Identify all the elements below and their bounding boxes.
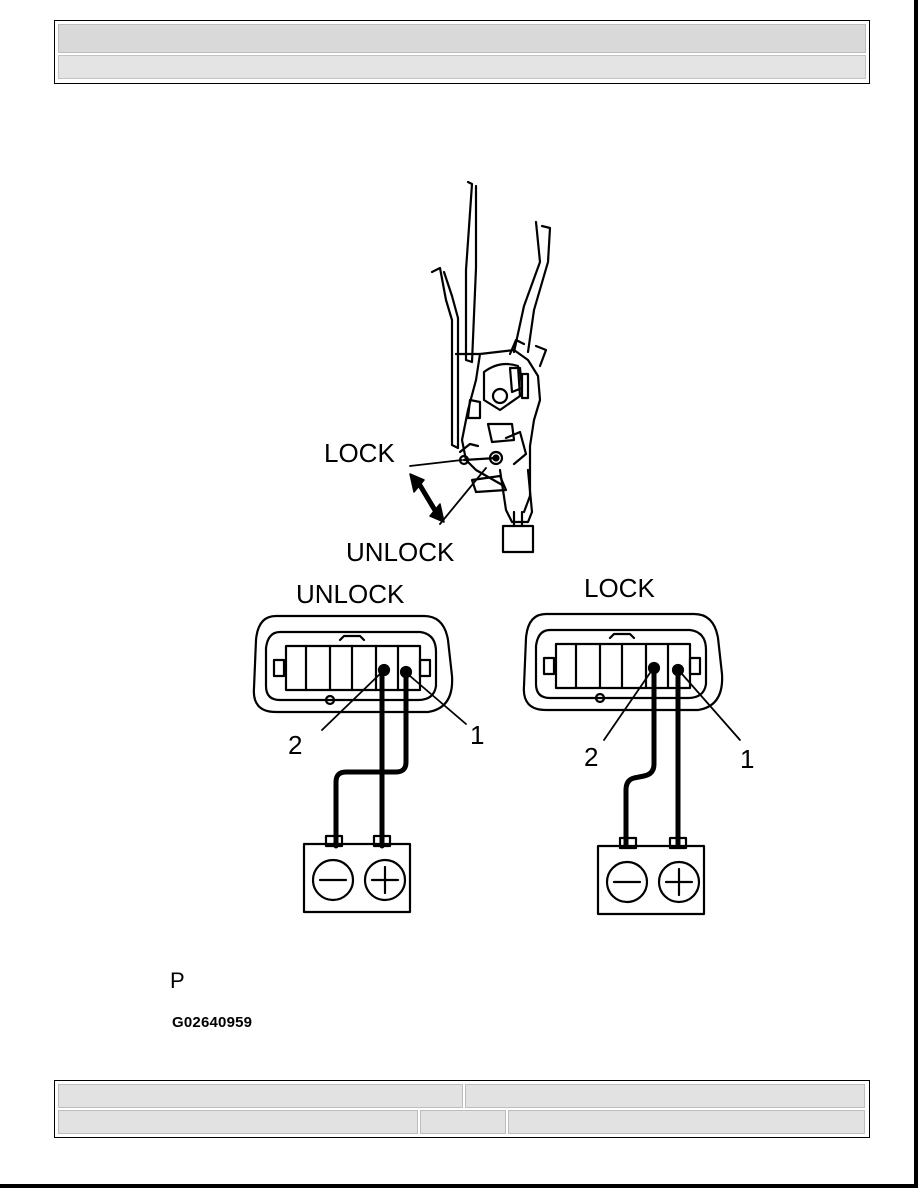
lever-unlock-label: UNLOCK	[346, 537, 455, 567]
connector-lock	[522, 612, 741, 849]
footer-cell-1	[58, 1084, 463, 1108]
door-lock-assembly	[430, 180, 552, 554]
lever-travel-arrow	[415, 479, 439, 515]
lever-lock-label: LOCK	[324, 438, 395, 468]
right-pin-2-label: 2	[584, 742, 598, 772]
page-footer	[54, 1080, 870, 1138]
page-header	[54, 20, 870, 84]
header-subtitle-bar	[58, 55, 866, 79]
left-pin-1-label: 1	[470, 720, 484, 750]
connector-unlock-title: UNLOCK	[296, 579, 405, 609]
caption-glyph: P	[170, 968, 185, 993]
footer-cell-4	[420, 1110, 506, 1134]
battery-left	[302, 834, 412, 914]
battery-right	[596, 836, 706, 916]
header-title-bar	[58, 24, 866, 53]
right-pin-1-label: 1	[740, 744, 754, 774]
left-pin-2-label: 2	[288, 730, 302, 760]
footer-cell-5	[508, 1110, 865, 1134]
footer-cell-2	[465, 1084, 865, 1108]
footer-cell-3	[58, 1110, 418, 1134]
connector-lock-title: LOCK	[584, 573, 655, 603]
connector-unlock	[252, 614, 467, 849]
figure-code: G02640959	[172, 1014, 253, 1031]
